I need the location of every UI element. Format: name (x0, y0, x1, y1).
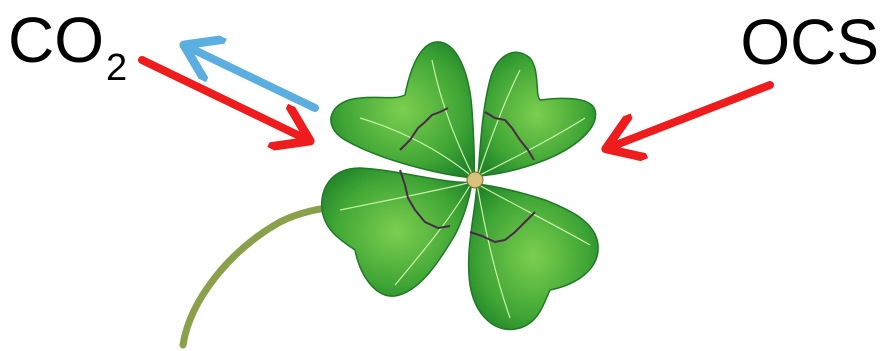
co2-uptake-arrow (142, 60, 308, 140)
ocs-label: OCS (740, 10, 879, 74)
clover-leaf-bottom-right (469, 184, 598, 329)
co2-label-main: CO (8, 4, 104, 76)
ocs-uptake-arrow (608, 85, 770, 148)
clover-stem (183, 206, 345, 345)
co2-label: CO2 (8, 8, 127, 72)
clover-leaf-bottom-left (322, 168, 472, 296)
clover-center (467, 172, 483, 188)
co2-label-subscript: 2 (106, 47, 127, 89)
clover-leaf-top-left (331, 42, 475, 178)
clover-leaf-top-right (478, 52, 596, 176)
four-leaf-clover-icon (322, 42, 598, 329)
co2-release-arrow (186, 46, 315, 108)
